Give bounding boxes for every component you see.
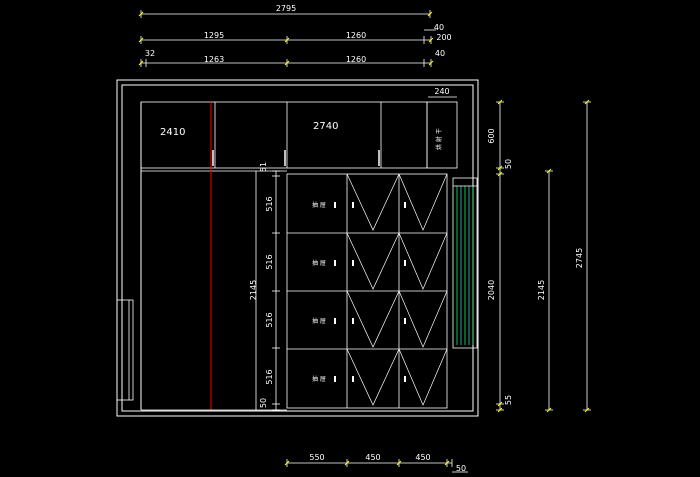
dim-bottom-end: 50 [456, 464, 466, 473]
dim-drawer-height-1: 516 [265, 196, 274, 211]
dim-divider-gap: 51 [259, 162, 268, 172]
dim-section-a-top: 1295 [204, 31, 224, 40]
dim-drawer-height-3: 516 [265, 312, 274, 327]
dim-right-top: 600 [487, 128, 496, 143]
dim-bottom-3: 450 [415, 453, 430, 462]
dim-section-b-top: 1260 [346, 31, 366, 40]
left-tall-section [116, 171, 287, 411]
label-top-cabinet-left: 2410 [160, 127, 185, 138]
drawer-label-2: 抽 屉 [312, 259, 326, 267]
dim-bottom-1: 550 [309, 453, 324, 462]
dim-left-offset: 32 [145, 49, 155, 58]
drawer-v-markings [346, 173, 448, 406]
hatch-column [452, 177, 478, 349]
dim-mid-height: 2145 [537, 280, 546, 300]
dim-side-panel-width: 240 [434, 87, 449, 96]
dim-total-height: 2745 [575, 248, 584, 268]
dim-gap-top: 40 [434, 23, 444, 32]
upper-cabinet-handles [212, 150, 380, 166]
drawer-label-1: 抽 屉 [312, 201, 326, 209]
dim-right-mid: 50 [504, 159, 513, 169]
dim-section-a: 1263 [204, 55, 224, 64]
dim-left-height: 2145 [249, 280, 258, 300]
drawer-height-dims [255, 170, 280, 411]
upper-cabinets [140, 101, 458, 172]
dim-drawer-height-2: 516 [265, 254, 274, 269]
label-side-panel: 烘 射 干 [435, 128, 443, 150]
right-dim-ticks [497, 99, 590, 413]
bottom-dim-ticks [284, 460, 450, 466]
dim-right-low: 55 [504, 395, 513, 405]
dim-inner-height: 2040 [487, 280, 496, 300]
dim-overall-width: 2795 [276, 4, 296, 13]
drawer-handles [334, 202, 406, 382]
drawer-label-4: 抽 屉 [312, 375, 326, 383]
dim-bottom-2: 450 [365, 453, 380, 462]
dim-base-gap: 50 [259, 398, 268, 408]
dim-section-b: 1260 [346, 55, 366, 64]
label-top-cabinet-right: 2740 [313, 121, 338, 132]
dim-gap-second: 40 [435, 49, 445, 58]
drawer-bank [286, 173, 448, 409]
dim-drawer-height-4: 516 [265, 369, 274, 384]
drawer-label-3: 抽 屉 [312, 317, 326, 325]
top-dim-ticks [138, 11, 434, 66]
dim-end-top: 200 [436, 33, 451, 42]
